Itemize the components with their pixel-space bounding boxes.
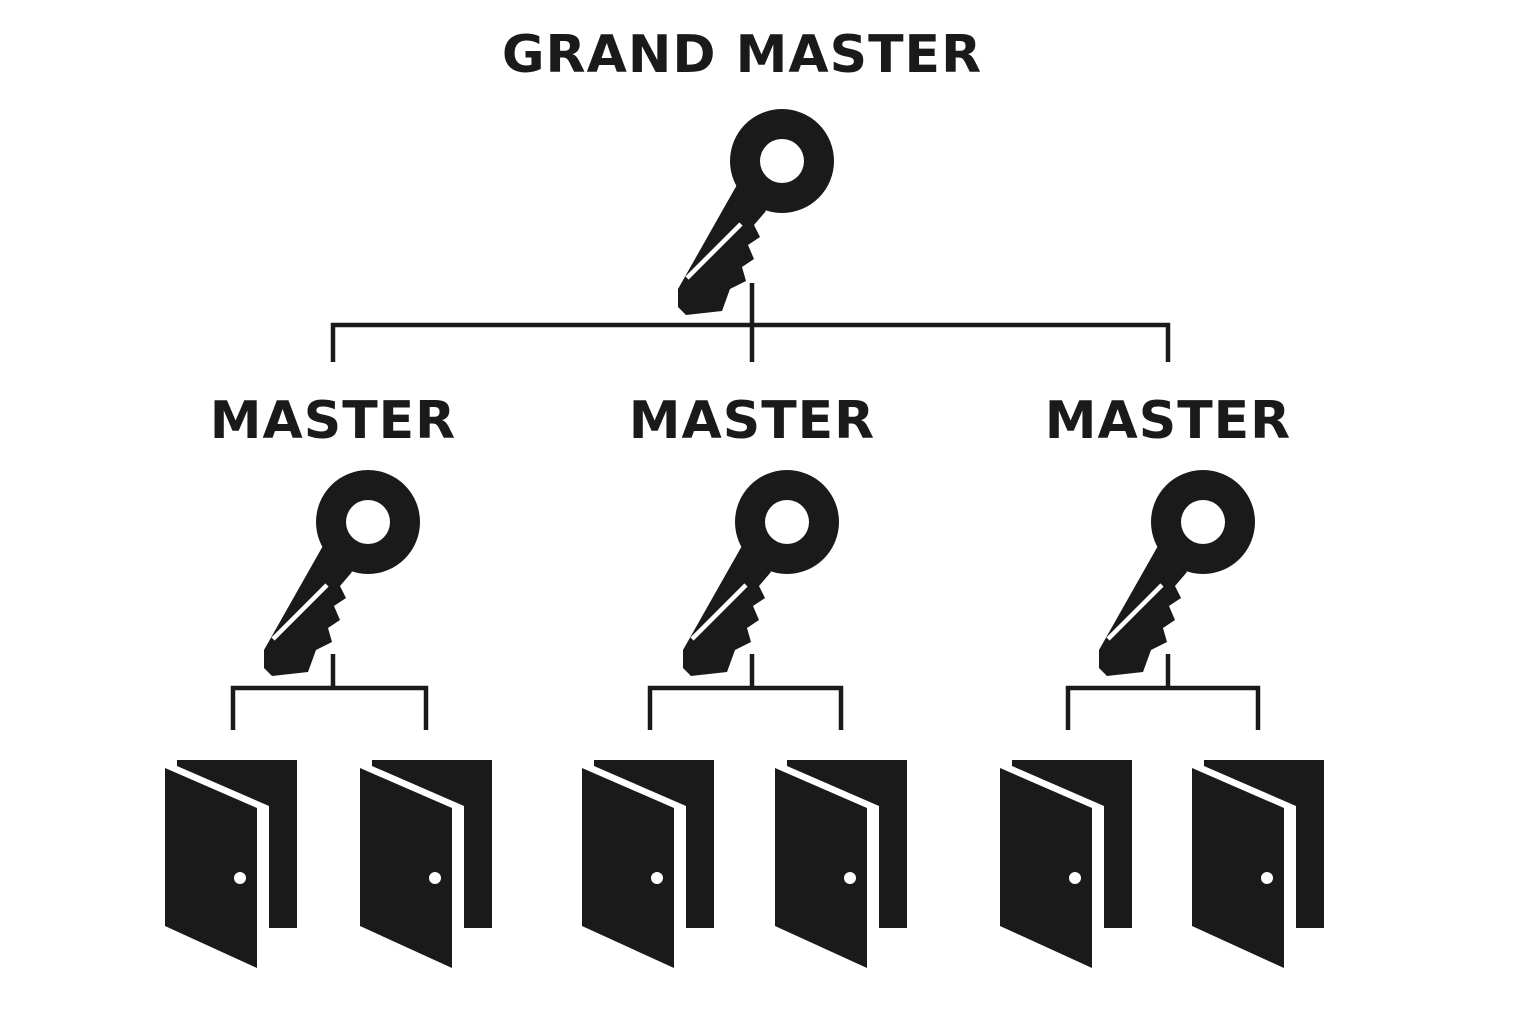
master-branch-line-1 xyxy=(230,685,429,730)
master-key-icon-1 xyxy=(264,470,420,676)
master-key-icon-2 xyxy=(683,470,839,676)
grand-master-key-icon xyxy=(678,109,834,315)
master-branch-line-3 xyxy=(1065,685,1261,730)
door-icon-1-1 xyxy=(165,760,297,968)
diagram-content: GRAND MASTER MASTER MASTER MASTER xyxy=(165,25,1324,968)
door-icon-3-2 xyxy=(1192,760,1324,968)
door-icon-2-1 xyxy=(582,760,714,968)
master-label-2: MASTER xyxy=(629,391,875,451)
master-key-icon-3 xyxy=(1099,470,1255,676)
master-label-1: MASTER xyxy=(210,391,456,451)
door-icon-1-2 xyxy=(360,760,492,968)
master-branch-line-2 xyxy=(647,685,844,730)
grand-master-branch-line xyxy=(330,322,1171,362)
door-icon-2-2 xyxy=(775,760,907,968)
grand-master-label: GRAND MASTER xyxy=(502,25,982,85)
master-label-3: MASTER xyxy=(1045,391,1291,451)
door-icon-3-1 xyxy=(1000,760,1132,968)
